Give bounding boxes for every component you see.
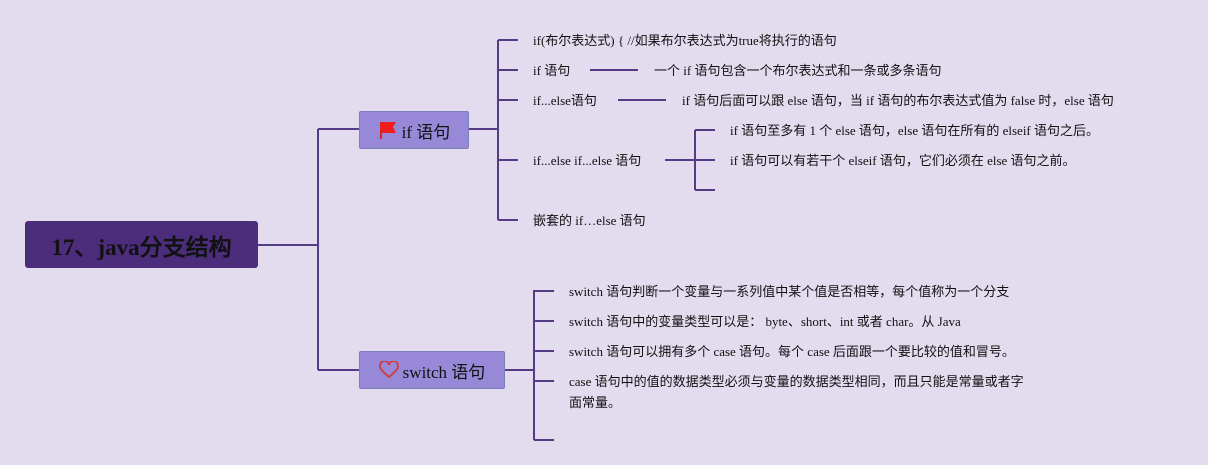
flag-icon bbox=[379, 122, 396, 139]
switch-item[interactable]: switch 语句中的变量类型可以是： byte、short、int 或者 ch… bbox=[569, 314, 961, 329]
if-item-detail[interactable]: 一个 if 语句包含一个布尔表达式和一条或多条语句 bbox=[654, 63, 942, 78]
switch-item-line2[interactable]: 面常量。 bbox=[569, 395, 622, 410]
if-item[interactable]: if(布尔表达式) { //如果布尔表达式为true将执行的语句 bbox=[533, 33, 837, 48]
root-node[interactable]: 17、java分支结构 bbox=[25, 221, 258, 268]
if-item[interactable]: if...else语句 bbox=[533, 93, 597, 108]
if-item[interactable]: 嵌套的 if…else 语句 bbox=[533, 213, 646, 228]
if-item-detail[interactable]: if 语句可以有若干个 elseif 语句，它们必须在 else 语句之前。 bbox=[730, 153, 1076, 168]
if-item-detail[interactable]: if 语句至多有 1 个 else 语句，else 语句在所有的 elseif … bbox=[730, 123, 1100, 138]
if-node[interactable]: if 语句 bbox=[359, 111, 469, 149]
if-item[interactable]: if...else if...else 语句 bbox=[533, 153, 642, 168]
heart-icon bbox=[378, 361, 399, 379]
switch-item[interactable]: switch 语句判断一个变量与一系列值中某个值是否相等，每个值称为一个分支 bbox=[569, 284, 1010, 299]
if-item-detail[interactable]: if 语句后面可以跟 else 语句，当 if 语句的布尔表达式值为 false… bbox=[682, 93, 1114, 108]
if-node-label: if 语句 bbox=[401, 122, 451, 142]
switch-item[interactable]: case 语句中的值的数据类型必须与变量的数据类型相同，而且只能是常量或者字 bbox=[569, 374, 1024, 389]
root-label: 17、java分支结构 bbox=[51, 234, 232, 260]
if-item[interactable]: if 语句 bbox=[533, 63, 571, 78]
switch-node-label: switch 语句 bbox=[402, 362, 486, 382]
switch-item[interactable]: switch 语句可以拥有多个 case 语句。每个 case 后面跟一个要比较… bbox=[569, 344, 1015, 359]
switch-node[interactable]: switch 语句 bbox=[359, 351, 505, 389]
